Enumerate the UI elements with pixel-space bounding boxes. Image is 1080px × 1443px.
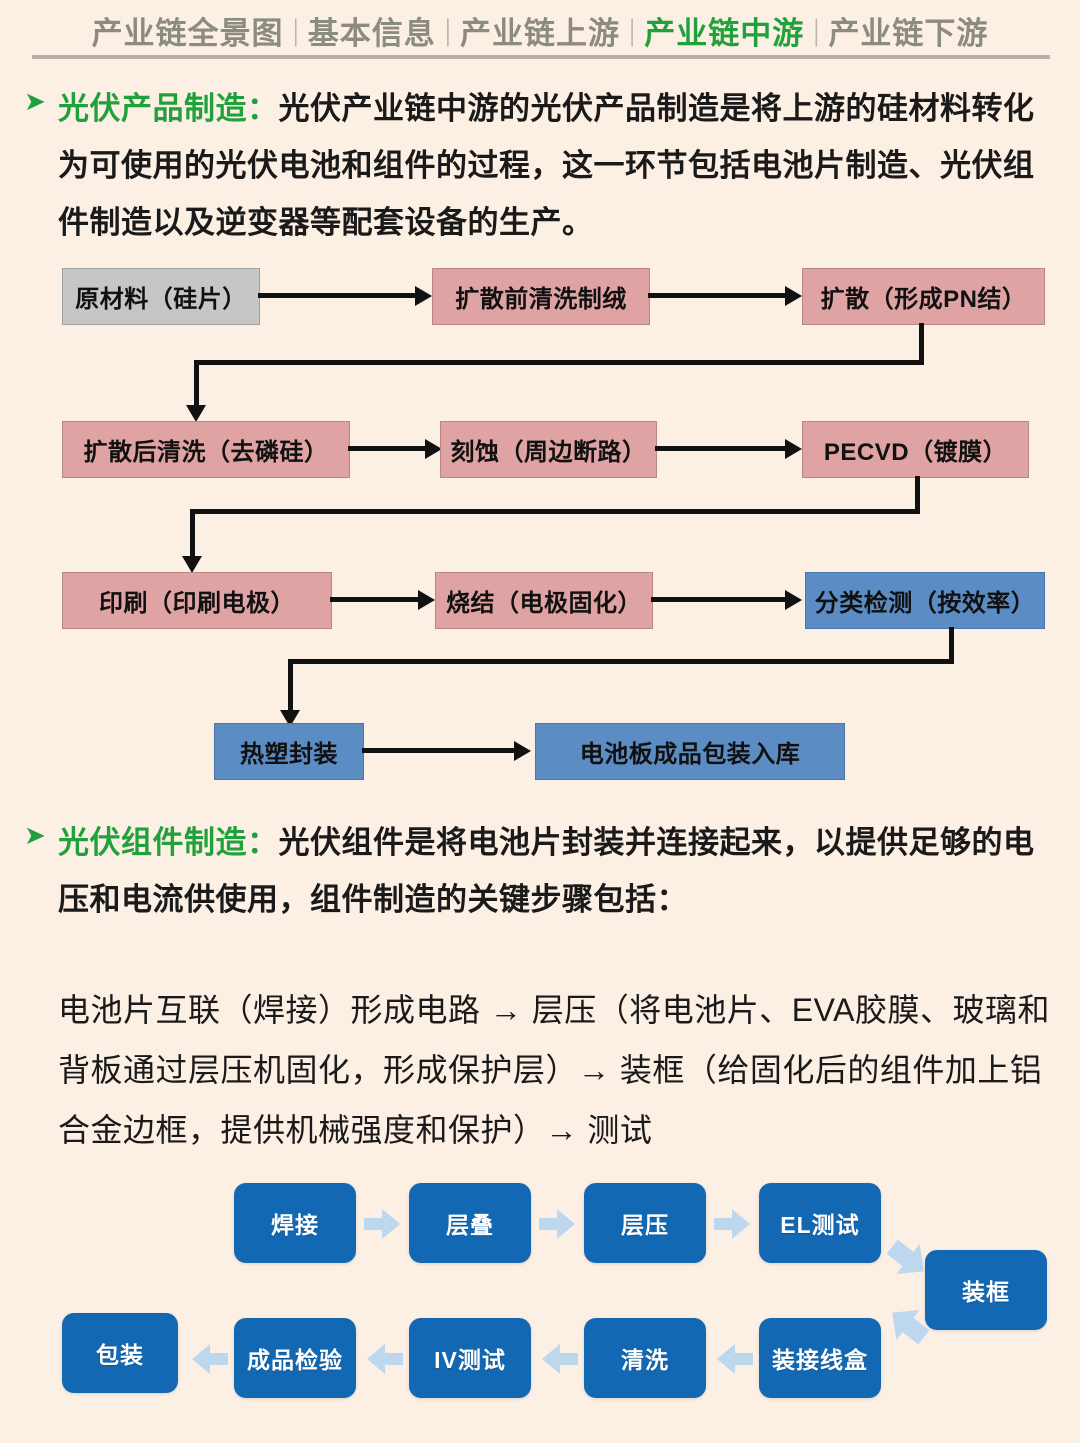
module-steps-text: 电池片互联（焊接）形成电路 → 层压（将电池片、EVA胶膜、玻璃和背板通过层压机… [58,992,1050,1148]
flow-node-panel-packing[interactable]: 电池板成品包装入库 [535,723,845,780]
nav-item-basic[interactable]: 基本信息 [307,15,436,51]
product-mfg-keyword: 光伏产品制造： [58,91,279,126]
module-mfg-keyword: 光伏组件制造： [58,825,279,860]
nav-item-upstream[interactable]: 产业链上游 [460,15,620,51]
flow-node-post-diffusion-clean[interactable]: 扩散后清洗（去磷硅） [62,421,350,478]
module-node-junction-box[interactable]: 装接线盒 [759,1318,881,1398]
module-node-framing[interactable]: 装框 [925,1250,1047,1330]
connector-diffusion-down [919,323,924,364]
flow-node-diffusion[interactable]: 扩散（形成PN结） [802,268,1045,325]
module-mfg-body: 光伏组件是将电池片封装并连接起来，以提供足够的电压和电流供使用，组件制造的关键步… [58,825,1035,917]
arrowhead-icon [785,590,802,610]
flow-node-sintering[interactable]: 烧结（电极固化） [435,572,653,629]
module-node-el-test[interactable]: EL测试 [759,1183,881,1263]
flow-node-thermoplastic-lamination[interactable]: 热塑封装 [214,723,364,780]
flow-node-pre-diffusion-clean[interactable]: 扩散前清洗制绒 [432,268,650,325]
chevron-left-icon [717,1344,753,1374]
connector-etch-to-pecvd [655,446,785,451]
module-node-stacking[interactable]: 层叠 [409,1183,531,1263]
module-mfg-paragraph: 光伏组件制造：光伏组件是将电池片封装并连接起来，以提供足够的电压和电流供使用，组… [58,814,1058,928]
arrowhead-icon [280,710,300,727]
module-node-final-inspection[interactable]: 成品检验 [234,1318,356,1398]
connector-raw-to-preclean [258,293,415,298]
nav-item-midstream[interactable]: 产业链中游 [644,15,805,51]
chevron-left-icon [367,1344,403,1374]
connector-print-to-sinter [330,597,418,602]
connector-sort-left [288,659,954,664]
chevron-right-icon [364,1209,400,1239]
module-node-iv-test[interactable]: IV测试 [409,1318,531,1398]
bullet-arrow-icon: ➤ [24,86,46,116]
nav-separator: | [629,12,636,47]
connector-pecvd-to-print [190,509,195,557]
nav-separator: | [813,12,820,47]
connector-pecvd-left [190,509,920,514]
product-mfg-body: 光伏产业链中游的光伏产品制造是将上游的硅材料转化为可使用的光伏电池和组件的过程，… [58,91,1035,240]
header-divider [32,55,1050,59]
top-navigation: 产业链全景图 | 基本信息 | 产业链上游 | 产业链中游 | 产业链下游 [0,0,1080,60]
chevron-right-icon [539,1209,575,1239]
flow-node-printing[interactable]: 印刷（印刷电极） [62,572,332,629]
product-mfg-paragraph: 光伏产品制造：光伏产业链中游的光伏产品制造是将上游的硅材料转化为可使用的光伏电池… [58,80,1058,251]
flow-node-raw-material[interactable]: 原材料（硅片） [62,268,260,325]
flow-node-pecvd[interactable]: PECVD（镀膜） [802,421,1029,478]
chevron-left-icon [192,1344,228,1374]
connector-diffusion-left [194,360,924,365]
module-node-soldering[interactable]: 焊接 [234,1183,356,1263]
flow-node-sorting-test[interactable]: 分类检测（按效率） [805,572,1045,629]
connector-diffusion-to-postclean [194,360,199,407]
arrowhead-icon [415,286,432,306]
nav-separator: | [444,12,451,47]
connector-preclean-to-diffusion [648,293,785,298]
chevron-down-right-icon [886,1239,924,1274]
chevron-right-icon [714,1209,750,1239]
arrowhead-icon [785,286,802,306]
arrowhead-icon [186,405,206,422]
arrowhead-icon [182,556,202,573]
arrowhead-icon [418,590,435,610]
nav-item-overview[interactable]: 产业链全景图 [91,15,284,51]
connector-lamination-to-packing [362,748,514,753]
connector-sort-to-lamination [288,659,293,711]
connector-sinter-to-sort [651,597,785,602]
arrowhead-icon [514,741,531,761]
nav-separator: | [292,12,299,47]
chevron-left-icon [542,1344,578,1374]
module-node-cleaning[interactable]: 清洗 [584,1318,706,1398]
arrowhead-icon [785,439,802,459]
module-node-lamination[interactable]: 层压 [584,1183,706,1263]
bullet-arrow-icon: ➤ [24,820,46,850]
connector-postclean-to-etch [348,446,425,451]
chevron-down-left-icon [892,1310,930,1345]
flow-node-etching[interactable]: 刻蚀（周边断路） [440,421,657,478]
arrowhead-icon [425,439,442,459]
connector-pecvd-down [915,476,920,513]
nav-item-downstream[interactable]: 产业链下游 [828,15,989,51]
module-node-packaging[interactable]: 包装 [62,1313,178,1393]
connector-sort-down [949,627,954,663]
